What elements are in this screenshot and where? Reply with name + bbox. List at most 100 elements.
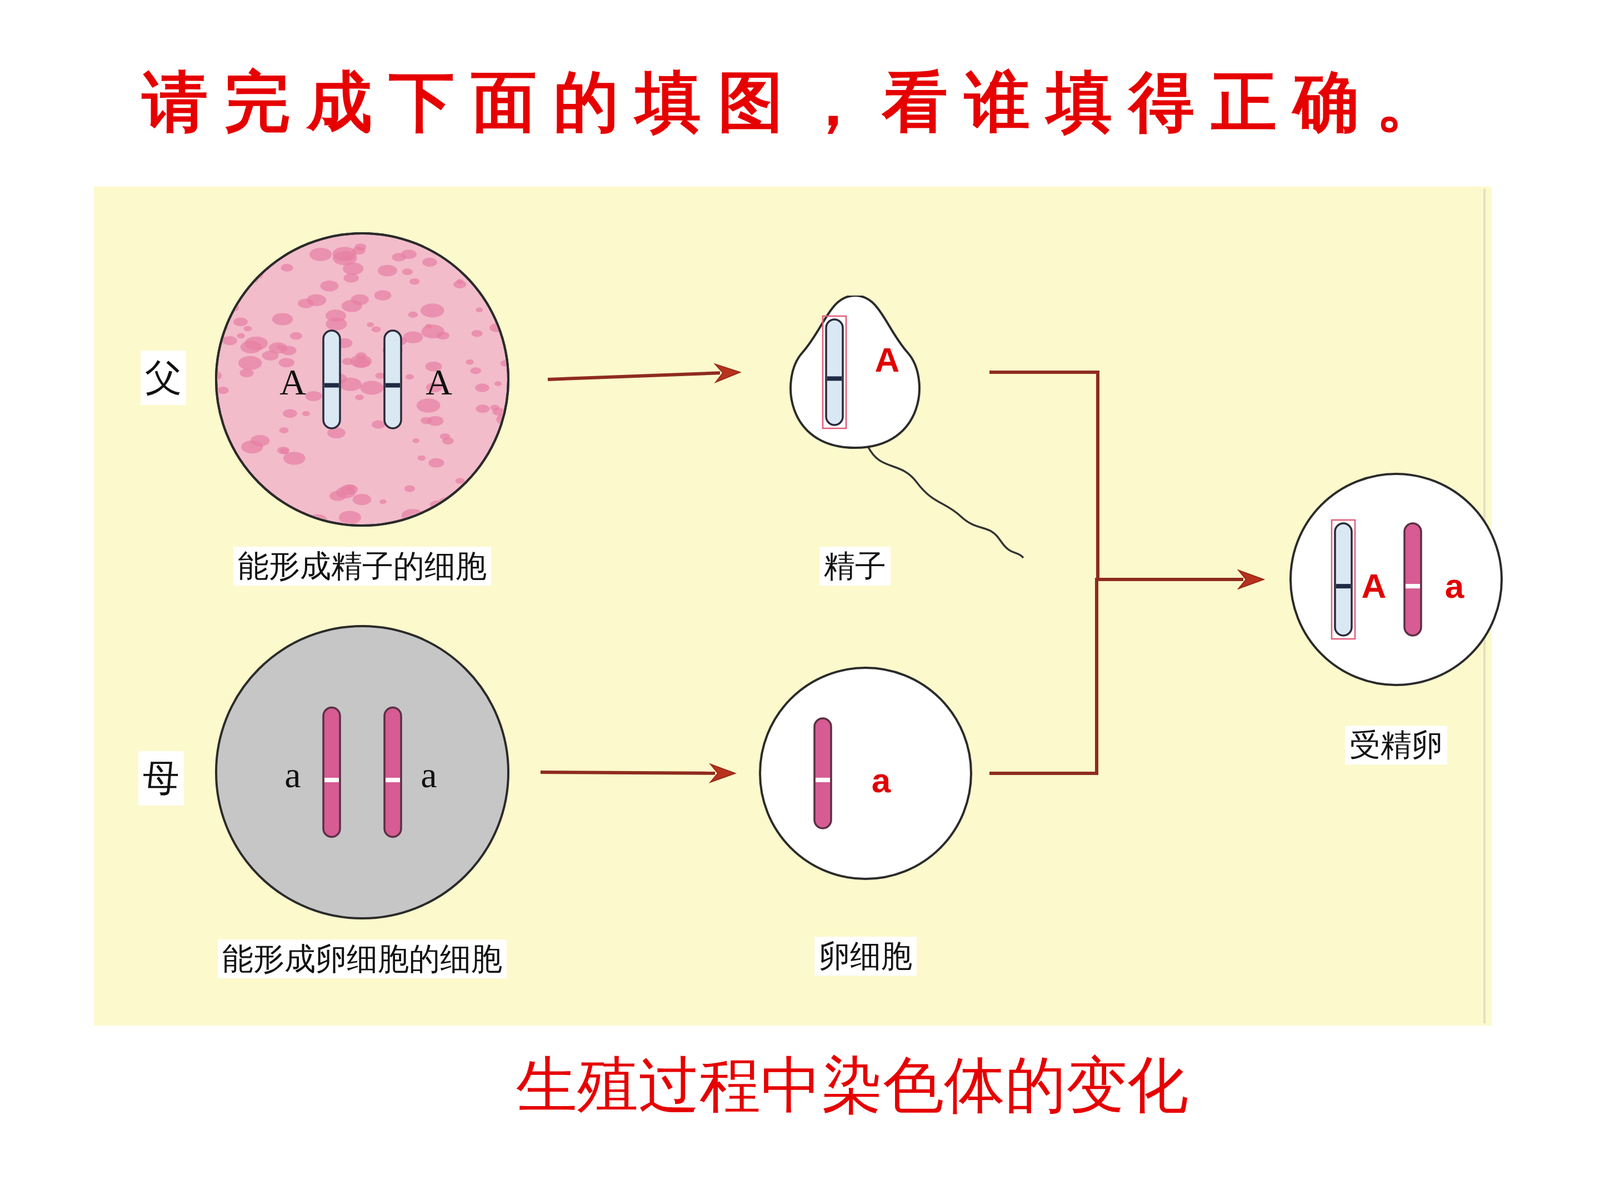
chromosome xyxy=(826,319,843,425)
texture-spot xyxy=(421,324,445,339)
gene-letter: A xyxy=(875,341,900,379)
texture-spot xyxy=(366,322,374,327)
gene-band xyxy=(815,777,830,783)
chromosome xyxy=(1335,523,1352,636)
texture-spot xyxy=(239,368,254,378)
texture-spot xyxy=(280,263,293,272)
gene-band xyxy=(385,383,400,388)
texture-spot xyxy=(291,231,306,237)
page-title: 请完成下面的填图，看谁填得正确。 xyxy=(0,58,1600,148)
texture-spot xyxy=(252,231,275,239)
texture-spot xyxy=(465,359,474,365)
texture-spot xyxy=(222,336,238,345)
connector xyxy=(989,372,1264,589)
texture-spot xyxy=(353,357,370,368)
texture-spot xyxy=(252,498,271,509)
texture-spot xyxy=(428,458,444,468)
texture-spot xyxy=(207,371,223,380)
chromosome xyxy=(384,330,402,429)
texture-spot xyxy=(342,357,354,365)
texture-spot xyxy=(279,427,289,434)
figure-caption: 生殖过程中染色体的变化 xyxy=(435,1044,1269,1128)
texture-spot xyxy=(277,446,290,454)
texture-spot xyxy=(502,423,512,430)
sperm-tail xyxy=(867,446,1024,558)
texture-spot xyxy=(409,278,420,285)
texture-spot xyxy=(231,275,248,285)
cell-circle: AA能形成精子的细胞 xyxy=(184,231,540,600)
texture-spot xyxy=(320,280,339,292)
texture-spot xyxy=(470,367,482,374)
texture-spot xyxy=(392,252,407,262)
texture-spot xyxy=(425,323,433,329)
texture-spot xyxy=(217,502,242,517)
cell-label: 能形成精子的细胞 xyxy=(233,546,492,586)
texture-spot xyxy=(282,408,298,418)
cell-circle: aa能形成卵细胞的细胞 xyxy=(184,624,540,993)
chromosome xyxy=(814,718,832,829)
cell-border xyxy=(216,233,509,526)
gene-letter: A xyxy=(425,362,453,403)
cell-body xyxy=(216,233,509,526)
chromosome xyxy=(384,707,402,838)
texture-spot xyxy=(233,317,248,327)
texture-spot xyxy=(420,303,445,318)
texture-spot xyxy=(360,380,384,395)
panel-ground xyxy=(93,186,1492,1026)
cell-label: 精子 xyxy=(819,546,891,586)
gene-band xyxy=(385,777,400,783)
gene-letter: a xyxy=(871,761,891,800)
texture-spot xyxy=(305,391,322,402)
texture-spot xyxy=(487,464,502,473)
chromosome-outline xyxy=(1331,520,1355,639)
texture-spot xyxy=(475,307,483,312)
texture-spot xyxy=(338,511,362,525)
texture-spot xyxy=(404,485,415,493)
texture-spot xyxy=(489,498,512,512)
texture-spot xyxy=(332,246,357,262)
gene-band xyxy=(324,383,339,388)
texture-spot xyxy=(412,438,419,443)
texture-spot xyxy=(245,336,269,351)
texture-spot xyxy=(280,242,293,251)
gene-band xyxy=(1405,583,1420,589)
texture-spot xyxy=(329,491,347,502)
texture-spot xyxy=(377,265,398,277)
texture-spot xyxy=(341,300,363,313)
texture-spot xyxy=(371,326,382,333)
texture-spot xyxy=(420,417,433,425)
connector xyxy=(540,764,735,783)
texture-spot xyxy=(290,332,303,340)
gene-letter: a xyxy=(1445,567,1464,605)
cytoplasm-texture xyxy=(207,231,519,527)
connector xyxy=(547,364,740,383)
cell-label: 卵细胞 xyxy=(814,936,917,976)
texture-spot xyxy=(455,477,465,484)
texture-spot xyxy=(230,232,247,243)
texture-spot xyxy=(453,280,467,289)
arrowhead xyxy=(1238,570,1264,589)
gene-letter: a xyxy=(284,755,301,796)
gene-band xyxy=(324,777,339,783)
connector-line xyxy=(989,372,1244,580)
texture-spot xyxy=(295,235,313,246)
gene-letter: a xyxy=(420,755,437,796)
chromosome-outline xyxy=(822,316,847,429)
texture-spot xyxy=(470,507,484,517)
cell-circle: Aa受精卵 xyxy=(1268,472,1524,779)
texture-spot xyxy=(238,356,263,370)
gene-letter: A xyxy=(1361,567,1387,605)
connector-line xyxy=(547,372,720,380)
texture-spot xyxy=(343,273,359,283)
texture-spot xyxy=(371,420,386,429)
texture-spot xyxy=(498,476,519,489)
connector-line xyxy=(540,772,715,774)
texture-spot xyxy=(490,405,500,412)
chromosome xyxy=(1404,523,1422,636)
texture-spot xyxy=(473,258,488,267)
texture-spot xyxy=(325,317,347,331)
texture-spot xyxy=(355,394,364,400)
texture-spot xyxy=(283,451,305,465)
texture-spot xyxy=(422,257,438,267)
